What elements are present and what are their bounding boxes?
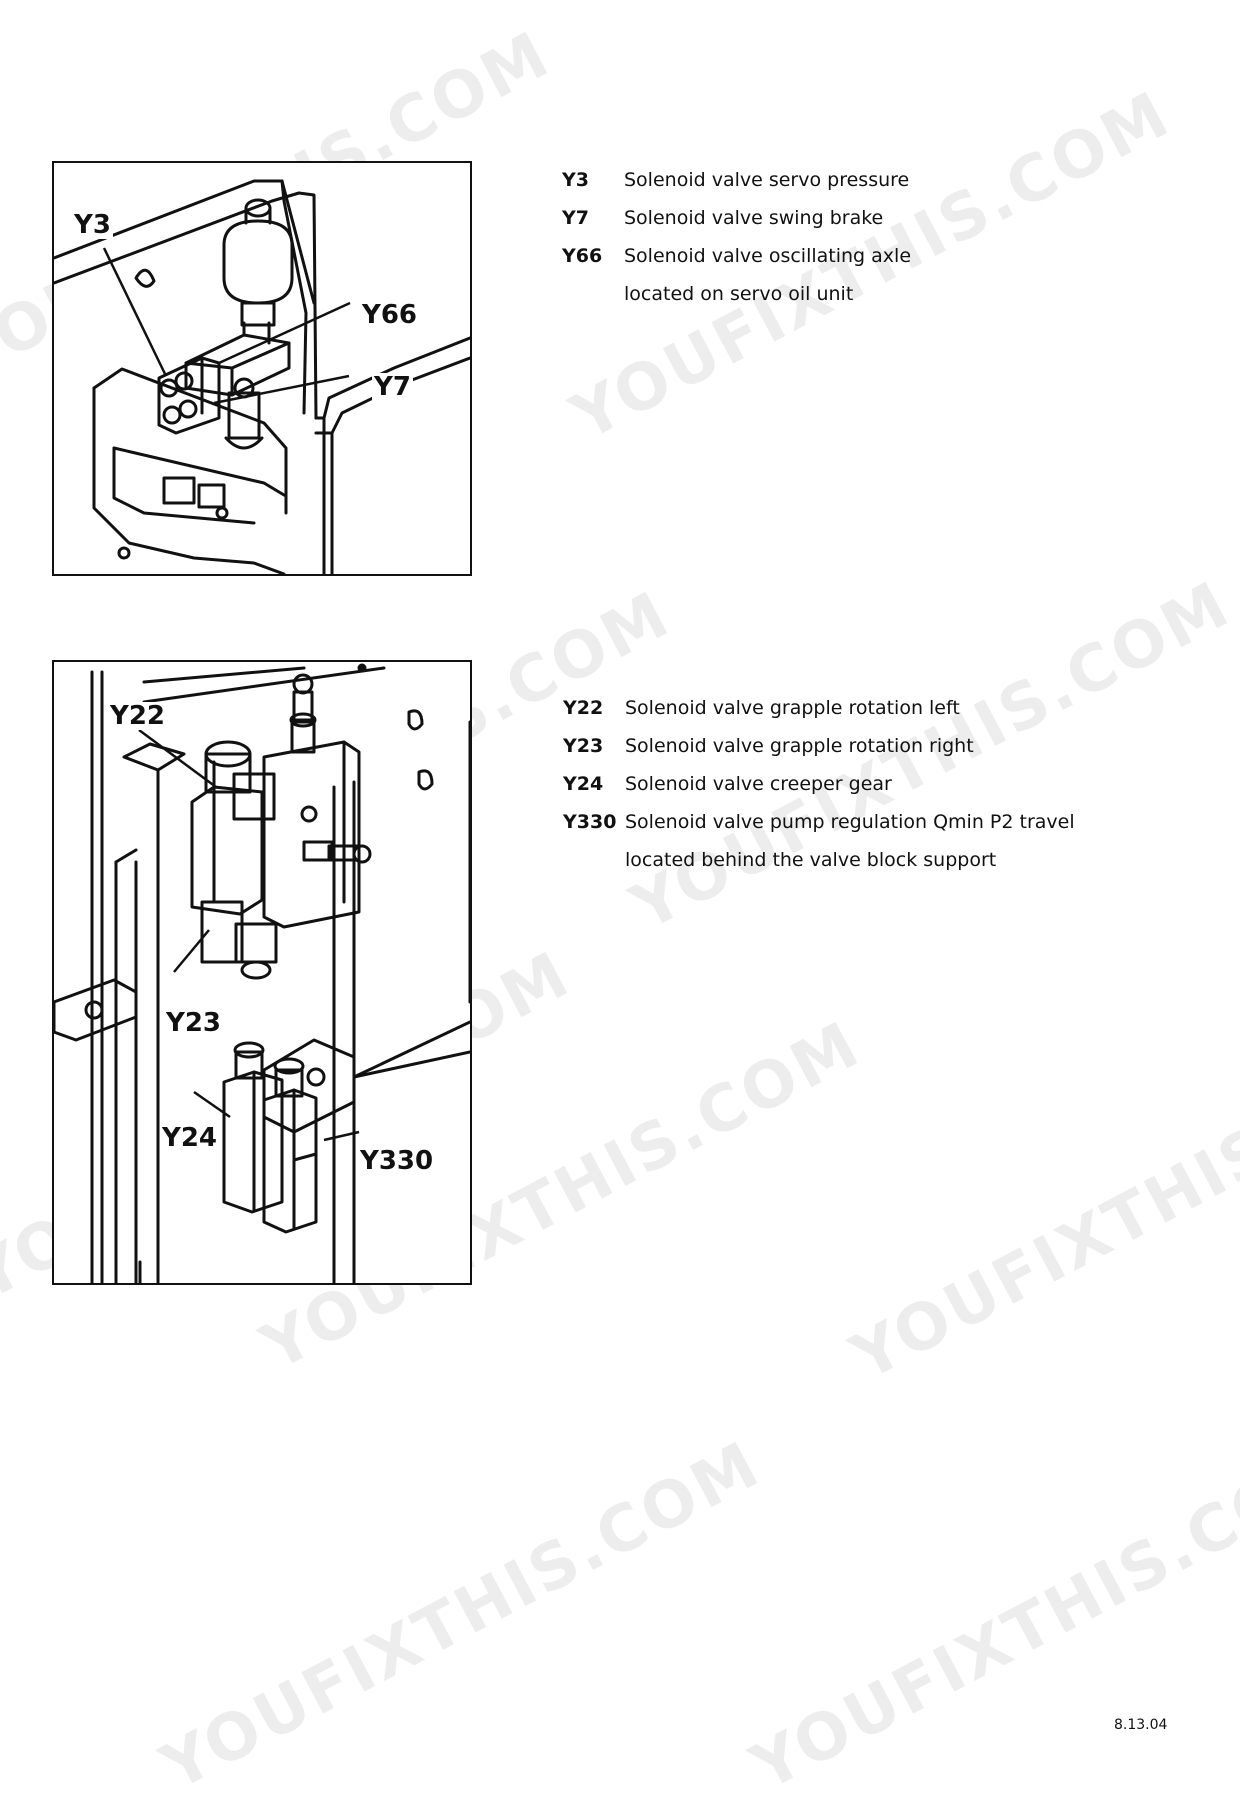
callout-y24: Y24 [160,1123,220,1153]
watermark: YOUFIXTHIS.COM [840,1017,1240,1396]
legend-item: Y330 Solenoid valve pump regulation Qmin… [563,803,1075,841]
servo-oil-unit-drawing [54,179,470,574]
legend-item: Y3 Solenoid valve servo pressure [562,161,911,199]
figure-servo-oil-unit: Y3 Y66 Y7 [52,161,472,576]
legend-desc: Solenoid valve swing brake [624,207,884,229]
legend-desc: Solenoid valve pump regulation Qmin P2 t… [625,811,1075,833]
legend-item: Y22 Solenoid valve grapple rotation left [563,689,1075,727]
legend-desc: Solenoid valve servo pressure [624,169,910,191]
legend-item: Y24 Solenoid valve creeper gear [563,765,1075,803]
watermark: YOUFIXTHIS.COM [150,1427,773,1805]
callout-y3: Y3 [72,210,113,240]
legend-code: Y3 [562,169,589,191]
legend-code: Y22 [563,697,604,719]
valve-block-drawing [54,663,470,1283]
callout-y66: Y66 [360,300,420,330]
legend-code: Y24 [563,773,604,795]
legend-code: Y330 [563,811,617,833]
callout-y7: Y7 [372,372,413,402]
legend-valve-block-support: Y22 Solenoid valve grapple rotation left… [563,689,1075,879]
legend-item: Y7 Solenoid valve swing brake [562,199,911,237]
legend-servo-oil-unit: Y3 Solenoid valve servo pressure Y7 Sole… [562,161,911,313]
legend-desc: Solenoid valve oscillating axle [624,245,912,267]
legend-item: Y66 Solenoid valve oscillating axle [562,237,911,275]
page-number: 8.13.04 [1114,1717,1168,1733]
callout-y330: Y330 [358,1146,436,1176]
legend-location-note: located behind the valve block support [625,849,997,871]
callout-y23: Y23 [164,1008,224,1038]
legend-desc: Solenoid valve creeper gear [625,773,892,795]
legend-code: Y66 [562,245,603,267]
legend-desc: Solenoid valve grapple rotation left [625,697,960,719]
figure-valve-block-support: Y22 Y23 Y24 Y330 [52,660,472,1285]
legend-desc: Solenoid valve grapple rotation right [625,735,974,757]
legend-code: Y23 [563,735,604,757]
legend-item: Y23 Solenoid valve grapple rotation righ… [563,727,1075,765]
callout-y22: Y22 [108,701,168,731]
legend-code: Y7 [562,207,589,229]
legend-location-note: located on servo oil unit [624,283,854,305]
watermark: YOUFIXTHIS.COM [740,1427,1240,1805]
